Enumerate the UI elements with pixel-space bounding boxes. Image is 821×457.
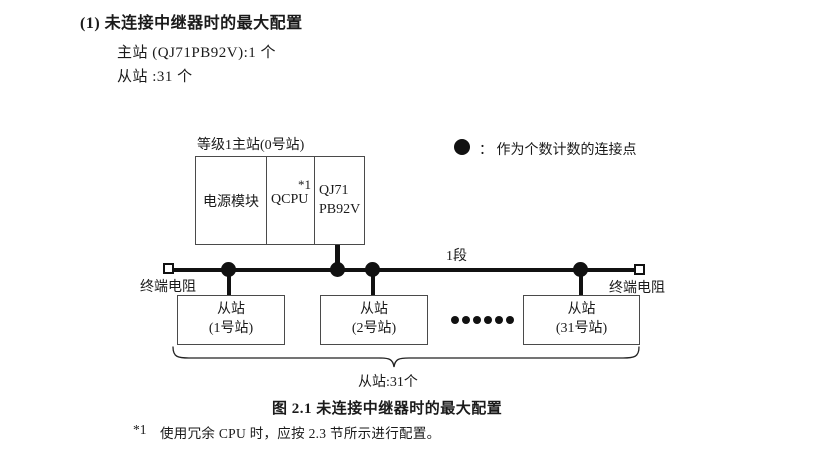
slave31-drop-line (579, 270, 583, 296)
dot-icon (495, 316, 503, 324)
dot-icon (451, 316, 459, 324)
footnote-text: 使用冗余 CPU 时，应按 2.3 节所示进行配置。 (160, 426, 441, 441)
slave-name: 从站 (567, 302, 596, 318)
master-count-line: 主站 (QJ71PB92V):1 个 (117, 45, 277, 61)
section-heading: (1) 未连接中继器时的最大配置 (80, 15, 303, 32)
bus-line (168, 268, 638, 272)
power-module-cell: 电源模块 (196, 157, 266, 244)
slave-name: 从站 (360, 302, 388, 318)
cpu-cell: *1 QCPU (266, 157, 314, 244)
terminator-right-label: 终端电阻 (609, 281, 665, 296)
slave1-drop-line (227, 270, 231, 296)
figure-caption: 图 2.1 未连接中继器时的最大配置 (272, 401, 503, 417)
connection-node-icon (330, 262, 345, 277)
ellipsis-dots-icon (451, 316, 514, 324)
connection-node-icon (365, 262, 380, 277)
slave-total-label: 从站:31个 (358, 375, 418, 390)
slave-name: 从站 (217, 302, 245, 318)
cpu-footnote-ref: *1 (298, 177, 311, 192)
slave-station-box: 从站 (2号站) (320, 295, 428, 345)
terminating-resistor-icon (163, 263, 174, 274)
legend-label: ： 作为个数计数的连接点 (479, 143, 637, 158)
dot-icon (484, 316, 492, 324)
connection-node-icon (221, 262, 236, 277)
brace (172, 346, 640, 368)
slave-count-line: 从站 :31 个 (117, 69, 193, 85)
pb92v-cell: QJ71 PB92V (314, 157, 364, 244)
slave-station-number: (2号站) (351, 321, 397, 336)
master-drop-line (335, 245, 340, 270)
dot-icon (473, 316, 481, 324)
pb92v-label-line2: PB92V (319, 201, 361, 217)
connection-point-icon (454, 139, 470, 155)
slave-station-number: (31号站) (555, 321, 608, 336)
slave-station-number: (1号站) (208, 321, 254, 336)
footnote-marker: *1 (133, 422, 147, 437)
dot-icon (462, 316, 470, 324)
pb92v-label-line1: QJ71 (319, 183, 349, 199)
segment-label: 1段 (446, 249, 467, 264)
connection-node-icon (573, 262, 588, 277)
slave-station-box: 从站 (31号站) (523, 295, 640, 345)
master-station-box: 电源模块 *1 QCPU QJ71 PB92V (195, 156, 365, 245)
terminator-left-label: 终端电阻 (140, 280, 196, 295)
terminating-resistor-icon (634, 264, 645, 275)
slave-station-box: 从站 (1号站) (177, 295, 285, 345)
power-module-label: 电源模块 (203, 194, 259, 210)
dot-icon (506, 316, 514, 324)
cpu-label: QCPU (271, 192, 309, 207)
slave2-drop-line (371, 270, 375, 296)
master-station-label: 等级1主站(0号站) (197, 138, 305, 153)
